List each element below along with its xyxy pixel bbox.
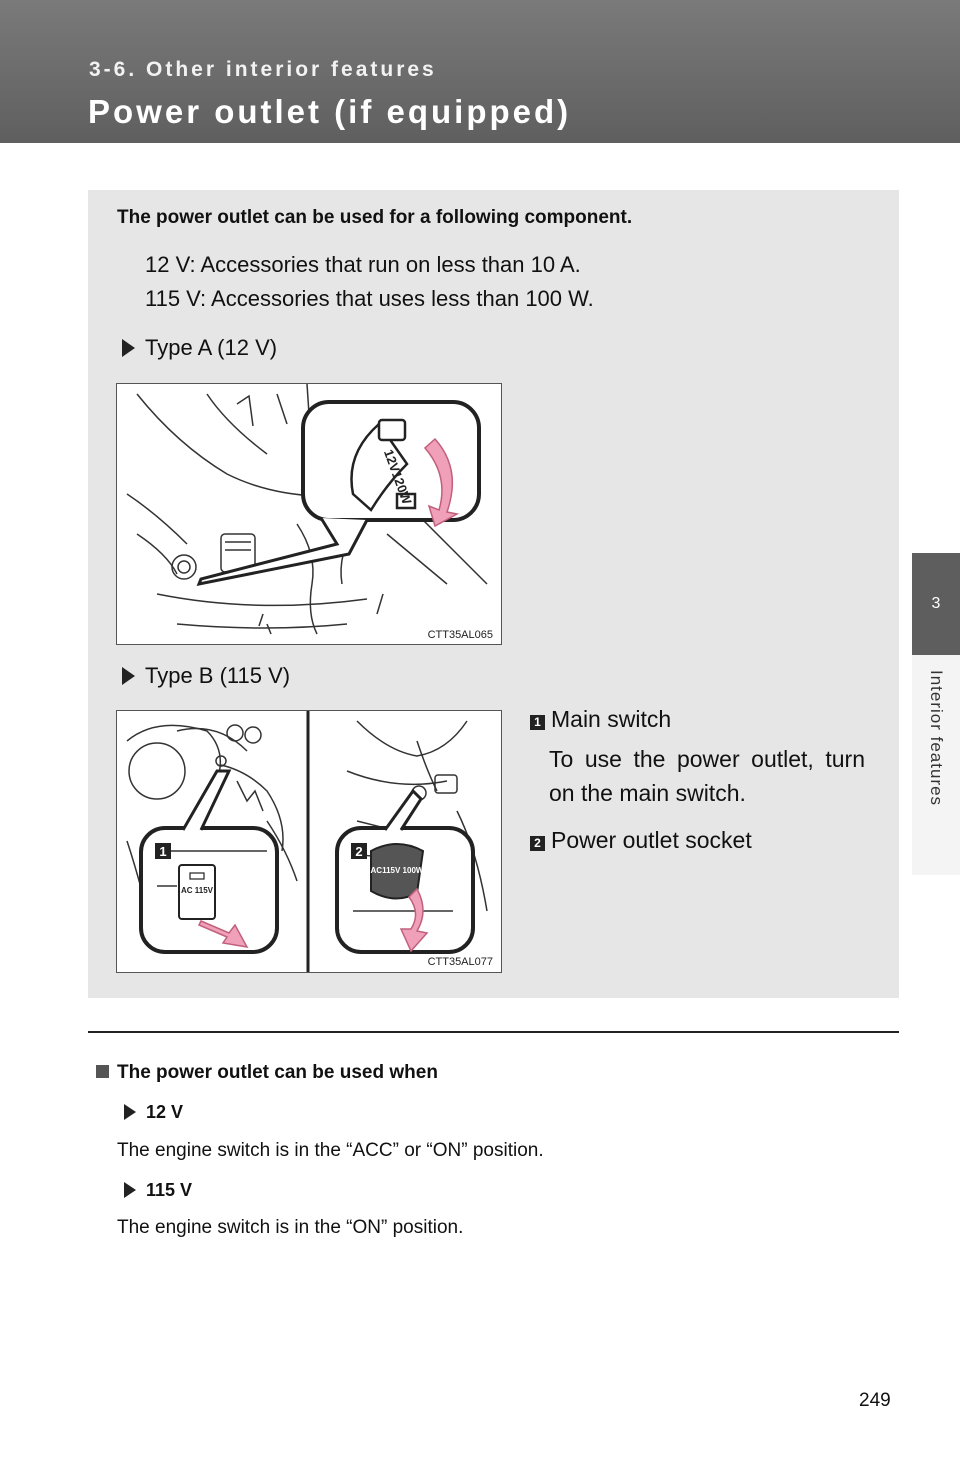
type-a-heading: Type A (12 V) (122, 335, 277, 361)
type-b-heading: Type B (115 V) (122, 663, 290, 689)
note-sub-12v-label: 12 V (146, 1102, 184, 1122)
intro-heading: The power outlet can be used for a follo… (117, 207, 633, 228)
legend-number-2: 2 (530, 836, 545, 851)
page-number: 249 (859, 1390, 891, 1411)
section-title: 3-6. Other interior features (89, 58, 437, 81)
callout-2: 2 (355, 844, 362, 859)
type-a-figure-code: CTT35AL065 (428, 629, 493, 641)
note-sub-12v: 12 V (124, 1102, 183, 1123)
page-title: Power outlet (if equipped) (88, 93, 572, 130)
arrow-right-icon (122, 667, 135, 685)
section-divider (88, 1031, 899, 1033)
type-b-drawing: AC 115V AC115V 100W 1 2 CTT35AL077 (126, 711, 493, 972)
legend-title-2: Power outlet socket (551, 827, 752, 853)
type-a-label: Type A (12 V) (145, 335, 278, 360)
type-b-label: Type B (115 V) (145, 663, 291, 688)
legend-number-1: 1 (530, 715, 545, 730)
arrow-right-icon (124, 1104, 136, 1120)
intro-line-115v: 115 V: Accessories that uses less than 1… (145, 286, 594, 311)
chapter-tab: 3 (912, 553, 960, 655)
type-b-figure-code: CTT35AL077 (428, 956, 493, 968)
type-b-illustration: AC 115V AC115V 100W 1 2 CTT35AL077 (116, 710, 502, 973)
note-sub-115v-label: 115 V (146, 1180, 193, 1200)
type-b-socket-text: AC115V 100W (371, 866, 424, 875)
legend-item-1: 1 Main switch (530, 706, 671, 733)
chapter-label: Interior features (927, 670, 946, 807)
arrow-right-icon (122, 339, 135, 357)
type-b-switch-text: AC 115V (181, 886, 214, 895)
chapter-strip (912, 655, 960, 875)
type-a-illustration: 12V120W CTT35AL065 (116, 383, 502, 645)
note-heading: The power outlet can be used when (96, 1062, 438, 1084)
note-sub-115v: 115 V (124, 1180, 192, 1201)
note-text-12v: The engine switch is in the “ACC” or “ON… (117, 1140, 544, 1161)
legend-title-1: Main switch (551, 706, 672, 732)
type-a-drawing: 12V120W CTT35AL065 (126, 383, 493, 641)
note-heading-text: The power outlet can be used when (117, 1062, 438, 1083)
page-header: 3-6. Other interior features Power outle… (0, 0, 960, 143)
arrow-right-icon (124, 1182, 136, 1198)
callout-1: 1 (159, 844, 166, 859)
legend-desc-1: To use the power outlet, turn on the mai… (549, 746, 865, 806)
intro-line-12v: 12 V: Accessories that run on less than … (145, 252, 581, 277)
note-text-115v: The engine switch is in the “ON” positio… (117, 1217, 464, 1238)
square-bullet-icon (96, 1065, 109, 1078)
legend-item-2: 2 Power outlet socket (530, 827, 752, 854)
chapter-number: 3 (931, 595, 941, 612)
